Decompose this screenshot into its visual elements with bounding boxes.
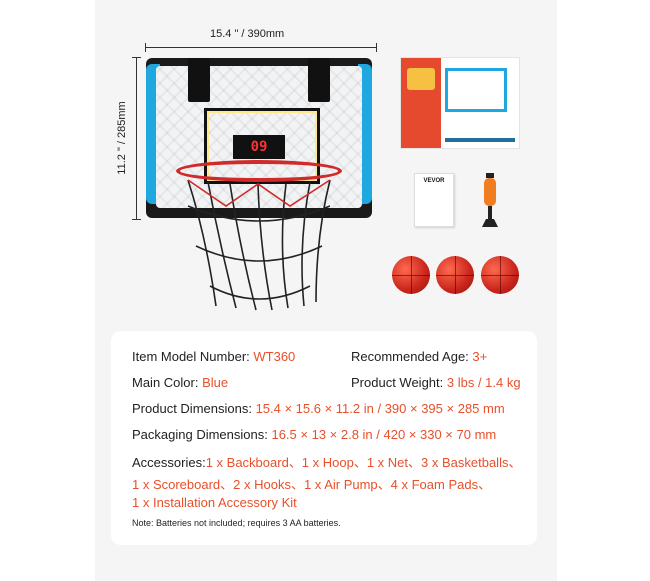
height-dimension-label: 11.2 " / 285mm	[116, 101, 128, 175]
packaging-box-backboard	[445, 68, 507, 112]
spec-weight: Product Weight: 3 lbs / 1.4 kg	[351, 375, 521, 390]
spec-age: Recommended Age: 3+	[351, 349, 487, 364]
spec-color-value: Blue	[202, 375, 229, 390]
spec-model-label: Item Model Number:	[132, 349, 254, 364]
spec-color: Main Color: Blue	[132, 375, 228, 390]
basketball-1	[392, 256, 430, 294]
spec-model: Item Model Number: WT360	[132, 349, 295, 364]
spec-weight-value: 3 lbs / 1.4 kg	[446, 375, 521, 390]
spec-age-label: Recommended Age:	[351, 349, 473, 364]
spec-age-value: 3+	[472, 349, 488, 364]
spec-accessories-label: Accessories:	[132, 455, 206, 470]
hoop-rim	[176, 160, 342, 182]
instruction-manual-image: VEVOR	[414, 173, 454, 227]
spec-packaging-dimensions-value: 16.5 × 13 × 2.8 in / 420 × 330 × 70 mm	[271, 427, 497, 442]
packaging-box-image	[400, 57, 520, 149]
hook-right	[308, 58, 330, 102]
packaging-box-badge	[407, 68, 435, 90]
air-pump-image	[482, 173, 498, 227]
specifications-card: Item Model Number: WT360 Recommended Age…	[111, 331, 537, 545]
spec-color-label: Main Color:	[132, 375, 203, 390]
spec-accessories-line-2: 1 x Scoreboard、2 x Hooks、1 x Air Pump、4 …	[132, 477, 492, 492]
packaging-box-strip	[445, 138, 515, 142]
width-dimension-label: 15.4 " / 390mm	[210, 28, 285, 40]
basketball-2	[436, 256, 474, 294]
height-dimension-line	[132, 57, 141, 220]
spec-packaging-dimensions-label: Packaging Dimensions:	[132, 427, 272, 442]
manual-brand-logo: VEVOR	[423, 178, 445, 184]
spec-packaging-dimensions: Packaging Dimensions: 16.5 × 13 × 2.8 in…	[132, 427, 496, 442]
width-dimension-line	[145, 43, 377, 52]
scoreboard-display: 09	[233, 135, 285, 159]
basketball-3	[481, 256, 519, 294]
hoop-net	[187, 179, 331, 311]
backboard-target-box	[204, 108, 320, 184]
spec-product-dimensions-value: 15.4 × 15.6 × 11.2 in / 390 × 395 × 285 …	[255, 401, 505, 416]
spec-product-dimensions: Product Dimensions: 15.4 × 15.6 × 11.2 i…	[132, 401, 505, 416]
spec-accessories-value-1: 1 x Backboard、1 x Hoop、1 x Net、3 x Baske…	[205, 455, 522, 470]
battery-note: Note: Batteries not included; requires 3…	[132, 518, 341, 528]
spec-accessories-line-1: Accessories:1 x Backboard、1 x Hoop、1 x N…	[132, 452, 521, 471]
spec-weight-label: Product Weight:	[351, 375, 447, 390]
spec-product-dimensions-label: Product Dimensions:	[132, 401, 256, 416]
spec-model-value: WT360	[253, 349, 296, 364]
hook-left	[188, 58, 210, 102]
spec-accessories-line-3: 1 x Installation Accessory Kit	[132, 495, 297, 510]
